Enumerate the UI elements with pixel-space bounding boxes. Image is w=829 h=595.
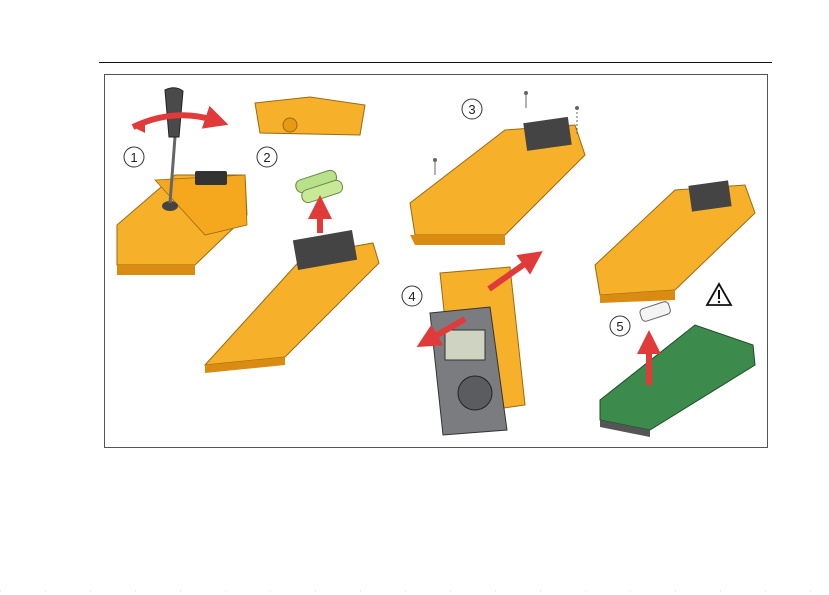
step-2-illustration: 2 (205, 97, 379, 373)
step-4-label: 4 (408, 289, 415, 304)
meter-back (205, 243, 379, 365)
case-screw-icon (433, 158, 437, 175)
meter-connector (195, 171, 227, 185)
step-1-label: 1 (130, 150, 137, 165)
step-4-illustration: 4 (402, 258, 533, 435)
battery-door (255, 97, 365, 135)
battery-fuse-replacement-figure: 1 2 3 (104, 74, 768, 448)
step-1-illustration: 1 (117, 88, 247, 275)
step-3-label: 3 (468, 102, 475, 117)
meter-back (595, 185, 755, 295)
rotary-dial-icon (458, 376, 492, 410)
fuse-icon (639, 301, 672, 323)
circuit-board (600, 325, 755, 430)
illustration-canvas: 1 2 3 (105, 75, 767, 447)
case-screw-icon (524, 91, 528, 108)
meter-display (445, 330, 485, 360)
step-5-illustration: 5 (595, 180, 755, 437)
warning-triangle-icon (707, 284, 731, 305)
page-edge-marks (0, 586, 829, 595)
step-3-illustration: 3 (410, 91, 585, 245)
step-5-label: 5 (616, 319, 623, 334)
step-2-label: 2 (263, 150, 270, 165)
header-rule (99, 62, 772, 63)
